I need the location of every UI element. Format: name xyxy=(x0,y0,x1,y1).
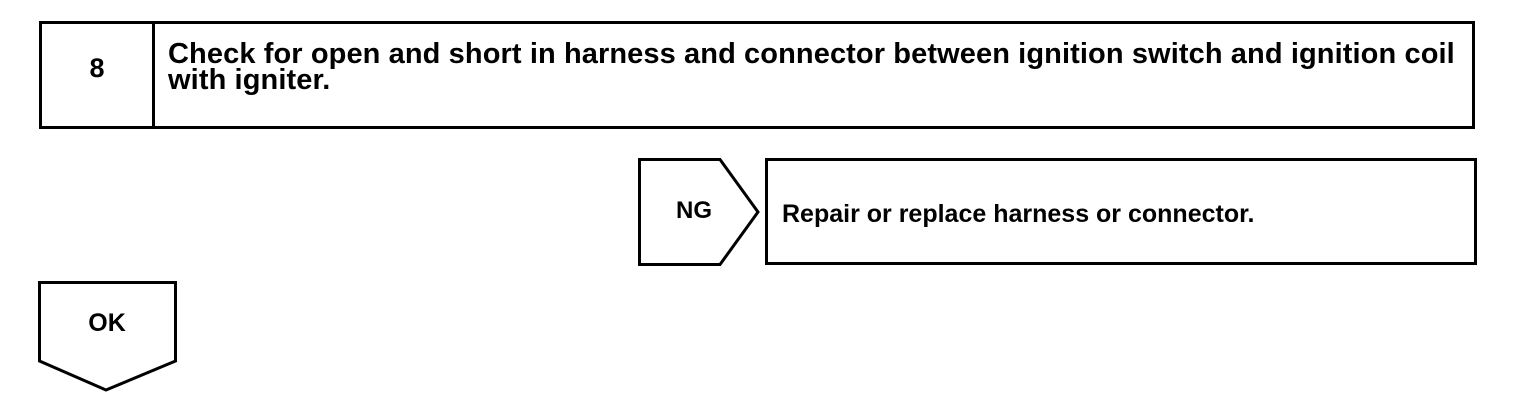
ok-arrow-shape xyxy=(38,281,177,392)
step-box: 8 Check for open and short in harness an… xyxy=(39,21,1475,129)
ng-arrow-shape xyxy=(638,158,760,266)
step-title: Check for open and short in harness and … xyxy=(168,38,1455,96)
ng-action-box: Repair or replace harness or connector. xyxy=(765,158,1477,265)
ng-action-text: Repair or replace harness or connector. xyxy=(782,200,1255,228)
step-number: 8 xyxy=(42,24,155,126)
ok-label: OK xyxy=(88,309,126,337)
ng-label: NG xyxy=(676,197,712,224)
